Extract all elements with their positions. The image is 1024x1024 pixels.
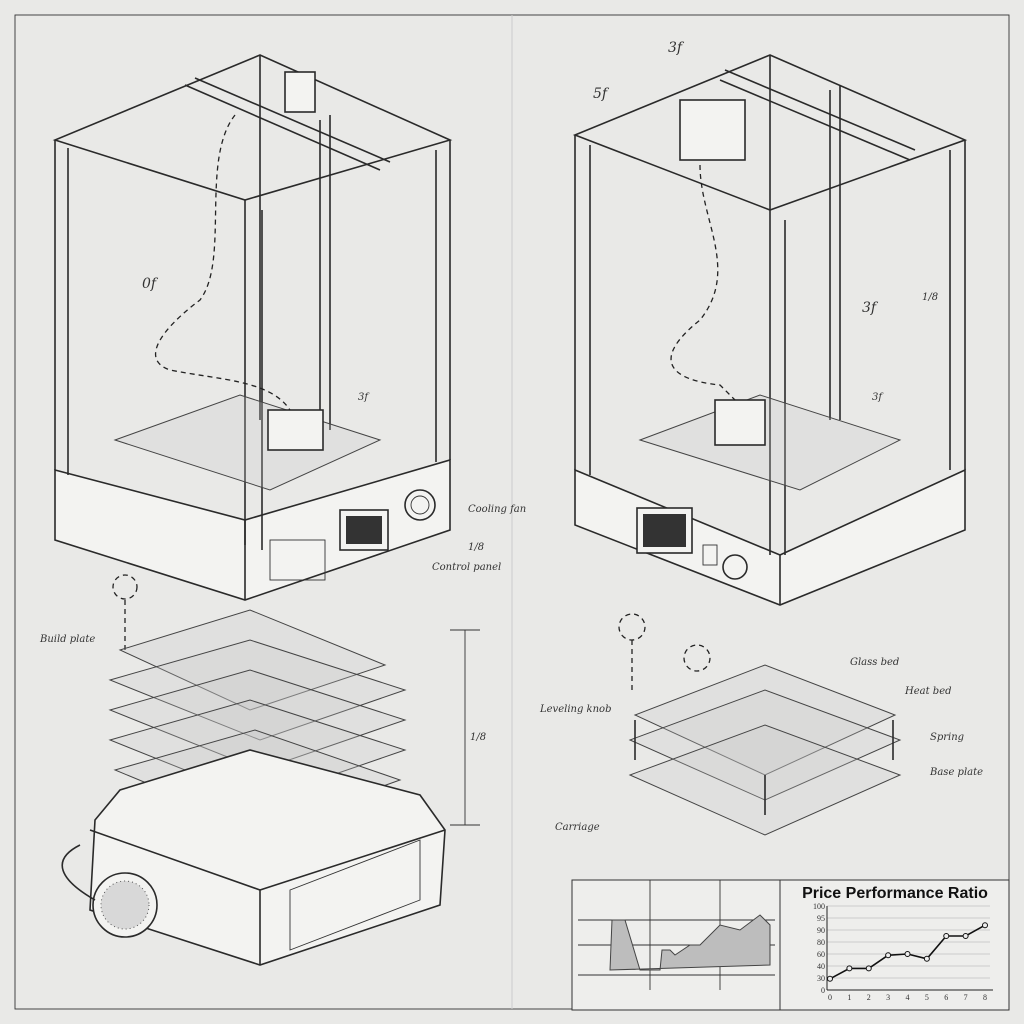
x-tick-label: 2 (867, 993, 871, 1002)
chart-panel: Price Performance Ratio 0304060809095100… (571, 879, 1010, 1011)
left-nozzle-label: 3f (358, 392, 370, 403)
left-printer-frame (52, 54, 453, 601)
right-plate-a-label: Glass bed (850, 657, 899, 668)
left-exploded-plates (61, 574, 480, 966)
right-side-label: 1/8 (922, 292, 938, 303)
left-height-label: 1/8 (470, 732, 486, 743)
left-fan-label: Cooling fan (468, 504, 526, 515)
data-point (943, 933, 950, 939)
left-dim-label: 1/8 (468, 542, 484, 553)
y-tick-label: 40 (817, 962, 825, 971)
data-point (846, 965, 853, 972)
right-plate-d-label: Base plate (929, 767, 983, 778)
right-top-label: 3f (668, 40, 685, 56)
data-point (885, 952, 892, 959)
data-point (962, 933, 969, 939)
x-tick-label: 1 (847, 993, 851, 1002)
y-tick-label: 0 (821, 986, 825, 995)
right-top2-label: 5f (593, 86, 610, 102)
left-mid-label: 0f (142, 276, 159, 292)
left-screen-label: Control panel (432, 562, 501, 573)
right-plate-left-label: Leveling knob (539, 704, 611, 715)
y-tick-label: 60 (817, 950, 825, 959)
data-point (923, 955, 930, 962)
x-tick-label: 6 (944, 993, 948, 1002)
x-tick-label: 0 (828, 993, 832, 1002)
y-tick-label: 30 (817, 974, 825, 983)
x-tick-label: 8 (983, 993, 987, 1002)
y-tick-label: 80 (817, 938, 825, 947)
x-tick-label: 7 (964, 993, 968, 1002)
right-nozzle-label: 3f (872, 392, 884, 403)
price-performance-line-chart: 0 30 40 60 80 90 95 100 0 1 2 3 4 5 6 7 8 (813, 902, 993, 1002)
y-tick-label: 100 (813, 902, 825, 911)
y-tick-label: 90 (817, 926, 825, 935)
right-plate-c-label: Spring (930, 732, 964, 743)
data-point (904, 951, 911, 957)
data-point (827, 975, 833, 982)
right-plate-b-label: Heat bed (904, 686, 952, 697)
right-printer-frame (572, 54, 968, 606)
x-tick-label: 3 (886, 993, 890, 1002)
right-plate-bottom-label: Carriage (555, 822, 600, 833)
left-plate-label: Build plate (39, 634, 95, 645)
y-tick-label: 95 (817, 914, 825, 923)
x-tick-label: 5 (925, 993, 929, 1002)
area-sketch-chart (578, 880, 775, 990)
right-mid-label: 3f (862, 300, 879, 316)
chart-title: Price Performance Ratio (802, 885, 988, 902)
data-point (865, 965, 872, 972)
x-tick-label: 4 (906, 993, 910, 1002)
data-point (982, 922, 988, 929)
right-exploded-bed (618, 613, 902, 836)
